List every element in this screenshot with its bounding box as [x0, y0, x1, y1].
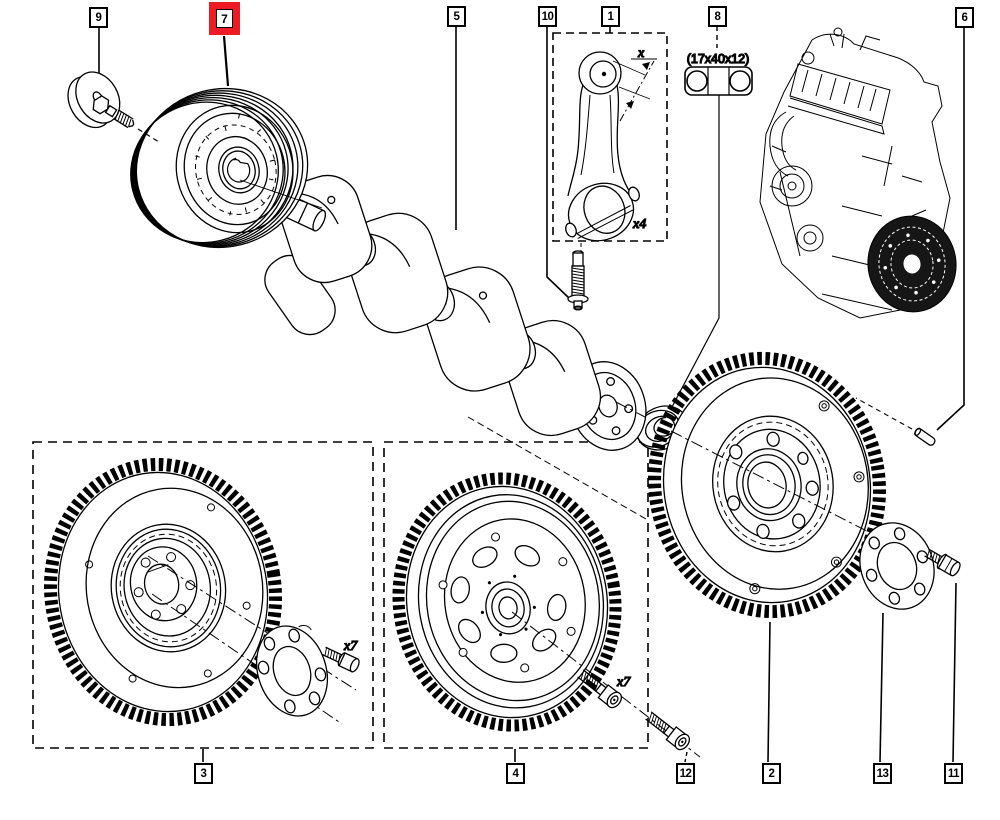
pin-dimension-annotation — [612, 58, 657, 122]
conrod-bolt-drawing — [567, 243, 589, 311]
crankshaft-drawing — [255, 174, 647, 451]
dmf-bolt-drawing-2 — [645, 711, 691, 751]
callout-1[interactable]: 1 — [601, 6, 620, 27]
connecting-rod-drawing — [565, 51, 640, 242]
dmf-bolt-quantity-label: x7 — [616, 675, 631, 690]
spacer-plate-drawing — [859, 522, 935, 610]
callout-3[interactable]: 3 — [194, 763, 213, 784]
bearing-size-label: (17x40x12) — [687, 52, 750, 66]
dmf-bolt-drawing — [577, 669, 623, 709]
conrod-quantity-label: x4 — [632, 217, 646, 232]
callout-2[interactable]: 2 — [762, 763, 781, 784]
flywheel-kit-group-box — [32, 441, 374, 749]
crankshaft-pulley-drawing — [130, 87, 309, 249]
crank-seal-axis — [615, 401, 646, 418]
leader-lines — [98, 24, 965, 763]
flywheel-drawing — [648, 351, 886, 619]
callout-10[interactable]: 10 — [538, 6, 557, 27]
kit-bolt-drawing — [321, 646, 360, 673]
dowel-pin-drawing — [855, 397, 936, 446]
kit-bolt-quantity-label: x7 — [343, 639, 358, 654]
clutch-disc-drawing — [867, 215, 957, 313]
callout-6[interactable]: 6 — [955, 7, 974, 28]
callout-11[interactable]: 11 — [944, 763, 963, 784]
flywheel-kit-drawing — [43, 457, 360, 727]
pulley-axis-line — [239, 179, 323, 209]
pulley-bolt-washer-drawing — [67, 71, 160, 143]
callout-7-highlighted[interactable]: 7 — [209, 2, 240, 35]
callout-8[interactable]: 8 — [708, 6, 727, 27]
engine-assembly-drawing — [759, 27, 957, 319]
callout-5[interactable]: 5 — [447, 6, 466, 27]
pilot-bearing-symbol — [671, 66, 753, 408]
flywheel-bolt-drawing — [924, 548, 961, 577]
callout-12[interactable]: 12 — [676, 763, 695, 784]
callout-4[interactable]: 4 — [506, 763, 525, 784]
callout-7-number: 7 — [216, 9, 233, 28]
pin-dimension-label: x — [637, 46, 645, 61]
callout-9[interactable]: 9 — [89, 7, 108, 28]
callout-13[interactable]: 13 — [873, 763, 892, 784]
dmf-flywheel-drawing — [392, 416, 701, 758]
